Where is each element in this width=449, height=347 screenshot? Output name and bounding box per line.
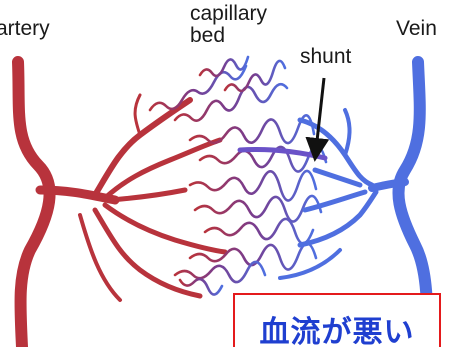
capillary-network — [150, 57, 326, 295]
shunt-label: shunt — [300, 46, 351, 68]
capillary-label-line2: bed — [190, 25, 267, 47]
capillary-bed-label: capillary bed — [190, 3, 267, 47]
shunt-arrow — [316, 78, 324, 150]
capillary-label-line1: capillary — [190, 3, 267, 25]
artery-vessel — [18, 62, 50, 347]
artery-label: artery — [0, 18, 50, 40]
caption-text: 血流が悪い — [235, 307, 439, 347]
caption-box: 血流が悪い — [233, 293, 441, 347]
vein-label: Vein — [396, 18, 437, 40]
